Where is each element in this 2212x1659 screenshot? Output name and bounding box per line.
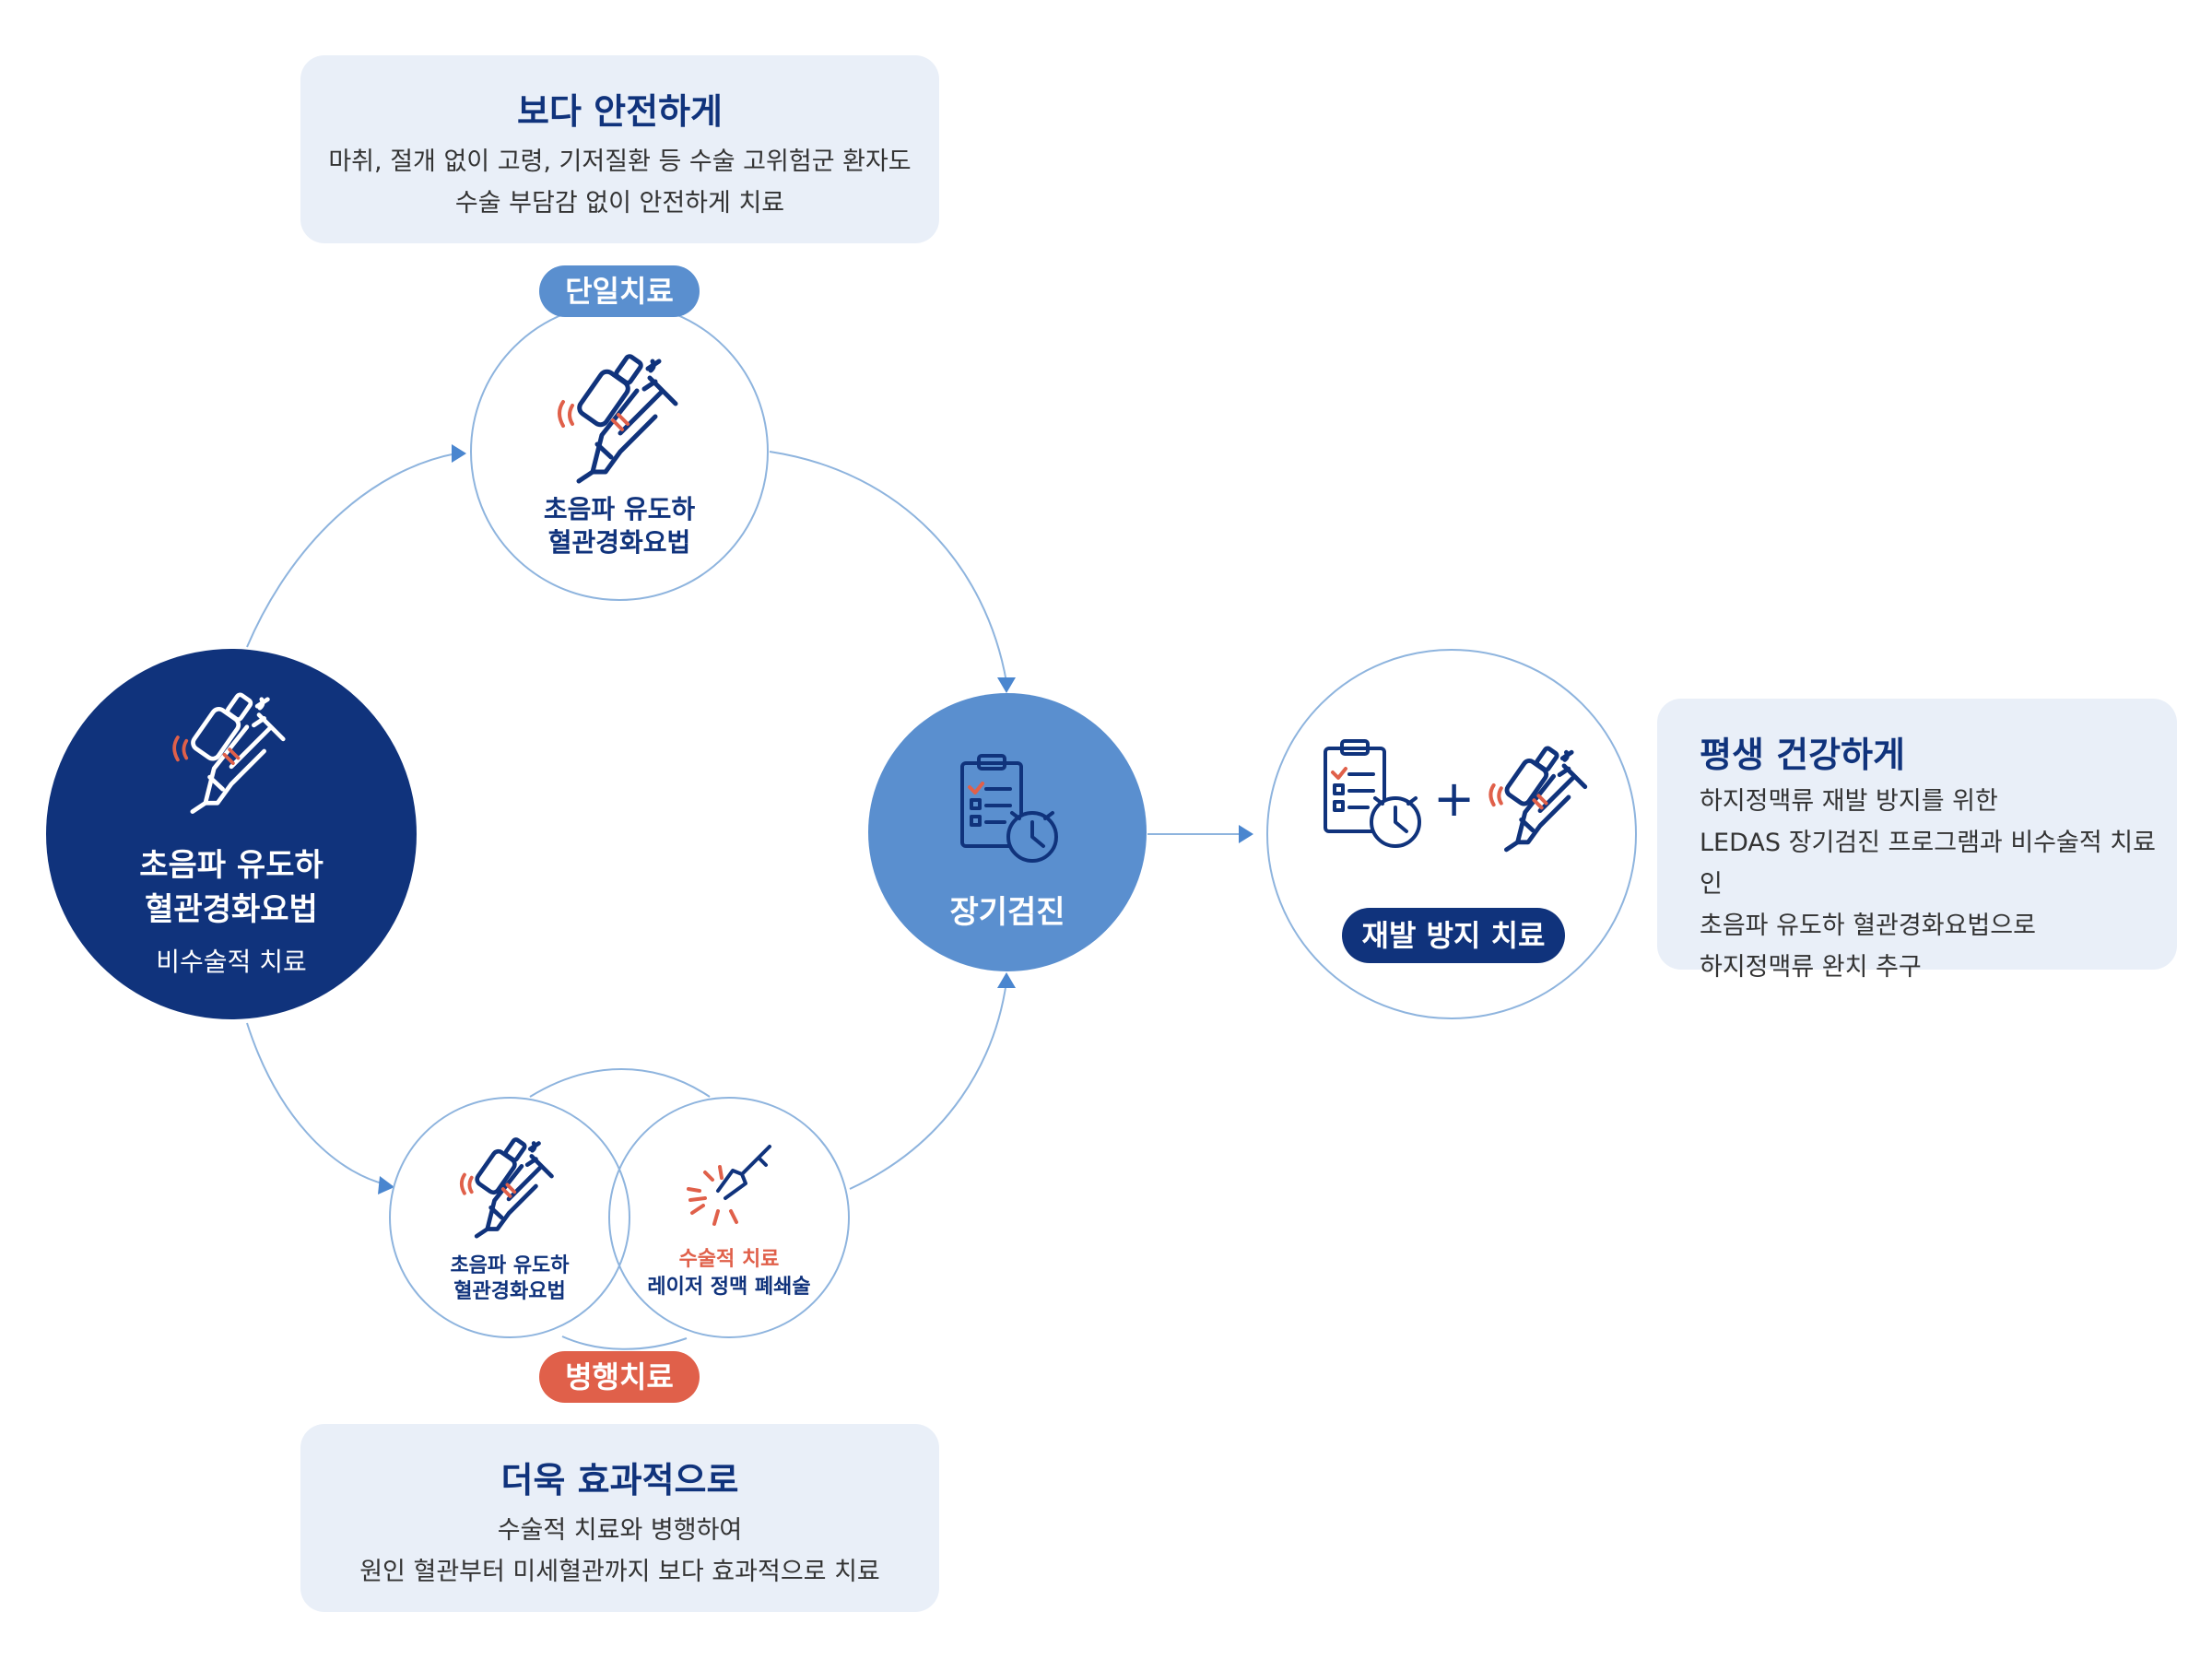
ultrasound-syringe-icon: [1480, 737, 1600, 857]
main-treatment-label: 초음파 유도하 혈관경화요법: [46, 843, 417, 932]
top-info-box: 보다 안전하게 마취, 절개 없이 고령, 기저질환 등 수술 고위험군 환자도…: [300, 55, 939, 243]
bottom-box-line2: 원인 혈관부터 미세혈관까지 보다 효과적으로 치료: [359, 1558, 880, 1586]
combined-left-line2: 혈관경화요법: [453, 1280, 566, 1303]
connector-single-to-checkup: [769, 451, 1007, 683]
single-label-line1: 초음파 유도하: [543, 494, 696, 524]
ultrasound-syringe-icon: [452, 1129, 566, 1243]
single-treatment-label: 초음파 유도하 혈관경화요법: [470, 493, 769, 559]
ultrasound-syringe-icon: [162, 682, 300, 820]
combined-left-circle: [389, 1097, 630, 1338]
main-label-line2: 혈관경화요법: [145, 891, 318, 928]
single-treatment-badge: 단일치료: [539, 265, 700, 317]
main-treatment-sub: 비수술적 치료: [156, 947, 307, 977]
bottom-info-box: 더욱 효과적으로 수술적 치료와 병행하여 원인 혈관부터 미세혈관까지 보다 …: [300, 1424, 939, 1612]
combined-right-circle: [608, 1097, 850, 1338]
single-label-line2: 혈관경화요법: [547, 527, 691, 558]
right-box-line2: LEDAS 장기검진 프로그램과 비수술적 치료인: [1700, 829, 2156, 899]
checklist-clock-icon: [1318, 737, 1429, 857]
checklist-clock-icon: [955, 752, 1065, 872]
right-info-box: 평생 건강하게 하지정맥류 재발 방지를 위한 LEDAS 장기검진 프로그램과…: [1657, 699, 2177, 982]
combined-treatment-badge: 병행치료: [539, 1351, 700, 1403]
top-box-title: 보다 안전하게: [517, 91, 723, 132]
arrow-to-checkup-bottom: [997, 972, 1016, 988]
right-box-line1: 하지정맥류 재발 방지를 위한: [1700, 787, 1998, 816]
combined-left-line1: 초음파 유도하: [450, 1254, 570, 1277]
connector-combined-to-checkup: [849, 981, 1007, 1190]
main-treatment-circle: [46, 649, 417, 1019]
arrow-to-checkup-top: [997, 677, 1016, 693]
connector-main-to-combined: [246, 1022, 386, 1185]
top-box-line2: 수술 부담감 없이 안전하게 치료: [454, 189, 785, 218]
bottom-box-title: 더욱 효과적으로: [500, 1460, 739, 1500]
combined-top-arc: [529, 1068, 711, 1098]
arrow-to-single: [452, 444, 466, 463]
right-box-line4: 하지정맥류 완치 추구: [1700, 953, 1922, 982]
combined-right-label: 수술적 치료 레이저 정맥 폐쇄술: [608, 1246, 850, 1301]
laser-fiber-icon: [677, 1134, 784, 1241]
connector-main-to-single: [246, 453, 457, 648]
right-box-line3: 초음파 유도하 혈관경화요법으로: [1700, 912, 2036, 940]
bottom-box-line1: 수술적 치료와 병행하여: [497, 1516, 743, 1545]
main-label-line1: 초음파 유도하: [139, 847, 324, 884]
ultrasound-syringe-icon: [547, 343, 694, 490]
prevention-badge: 재발 방지 치료: [1342, 908, 1565, 963]
arrow-to-combined: [378, 1176, 394, 1194]
combined-right-line2: 레이저 정맥 폐쇄술: [647, 1276, 811, 1299]
top-box-line1: 마취, 절개 없이 고령, 기저질환 등 수술 고위험군 환자도: [328, 147, 912, 176]
checkup-label: 장기검진: [949, 894, 1065, 931]
combined-left-label: 초음파 유도하 혈관경화요법: [389, 1253, 630, 1305]
plus-sign: +: [1433, 770, 1476, 828]
combined-right-line1: 수술적 치료: [678, 1248, 780, 1271]
right-box-title: 평생 건강하게: [1700, 735, 1905, 775]
arrow-to-prevention: [1239, 825, 1253, 843]
combined-bottom-arc: [561, 1335, 688, 1350]
